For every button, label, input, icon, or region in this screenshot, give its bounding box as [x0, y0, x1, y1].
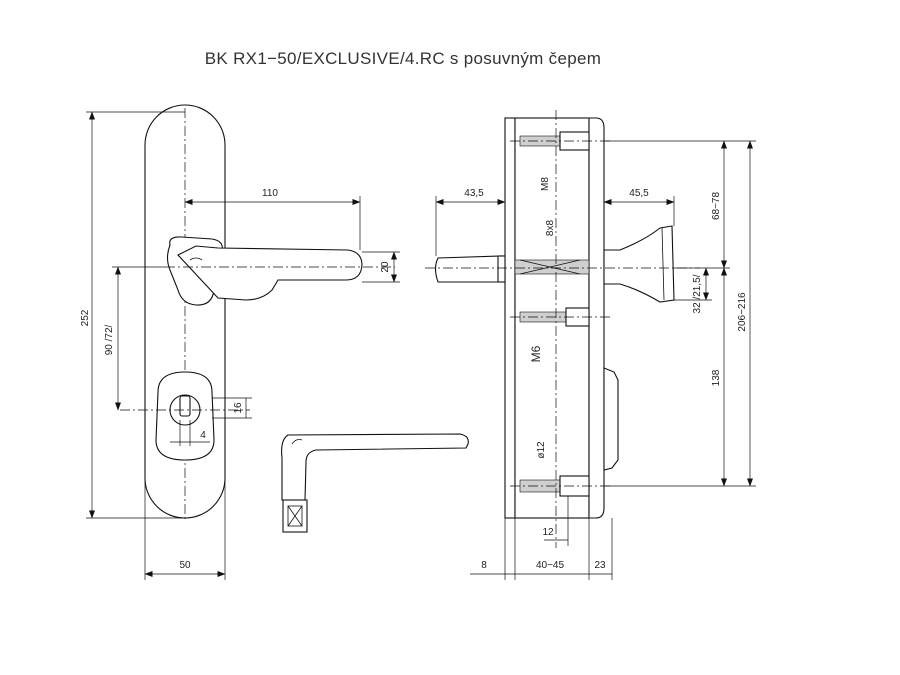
inner-plate — [588, 117, 605, 519]
label-pin-diameter: ø12 — [536, 441, 547, 459]
outer-plate — [504, 117, 516, 519]
dim-handle-length: 110 — [262, 188, 278, 199]
inner-handle-edge — [661, 227, 665, 301]
handle-profile-detail — [291, 439, 303, 445]
spindle-hatch-2 — [519, 259, 581, 275]
label-screw-m6: M6 — [529, 345, 543, 362]
dim-height-total: 252 — [80, 309, 91, 326]
dim-offset-32: 32 /21,5/ — [692, 274, 703, 313]
spindle-cross-2 — [287, 505, 303, 527]
dim-distance-axis: 90 /72/ — [104, 324, 115, 355]
handle-profile — [281, 433, 469, 501]
dim-cylinder-height: 16 — [233, 402, 244, 414]
handle-lever — [177, 245, 363, 301]
dim-plate-width: 50 — [179, 560, 191, 571]
dim-range-206-216: 206−216 — [737, 292, 748, 332]
label-screw-m8: M8 — [540, 177, 551, 191]
handle-bottom-view — [281, 433, 469, 533]
dim-projection-inner: 45,5 — [629, 188, 649, 199]
label-square: 8x8 — [545, 220, 556, 237]
drawing-title: BK RX1−50/EXCLUSIVE/4.RC s posuvným čepe… — [205, 49, 601, 68]
dim-plate-8: 8 — [481, 560, 487, 571]
spindle-square — [287, 505, 303, 527]
outer-knob — [434, 255, 503, 283]
dim-cylinder-offset: 4 — [200, 430, 206, 441]
front-view: 110 252 90 /72/ 16 4 50 20 — [80, 104, 400, 580]
dim-plate-23: 23 — [594, 560, 606, 571]
dim-range-68-78: 68−78 — [711, 192, 722, 221]
side-view: 43,5 45,5 M8 8x8 M6 ø12 12 8 40−45 23 68… — [425, 110, 756, 580]
dim-offset-12: 12 — [542, 527, 554, 538]
lever-detail — [189, 257, 203, 261]
cylinder-bump — [603, 367, 619, 471]
dim-projection-outer: 43,5 — [464, 188, 484, 199]
dim-door-thickness: 40−45 — [536, 560, 565, 571]
cylinder-keyhole — [179, 395, 191, 417]
outer-knob-neck — [497, 255, 506, 283]
spindle-through-door — [514, 259, 590, 275]
dim-distance-138: 138 — [711, 369, 722, 386]
dim-handle-thickness: 20 — [380, 261, 391, 273]
